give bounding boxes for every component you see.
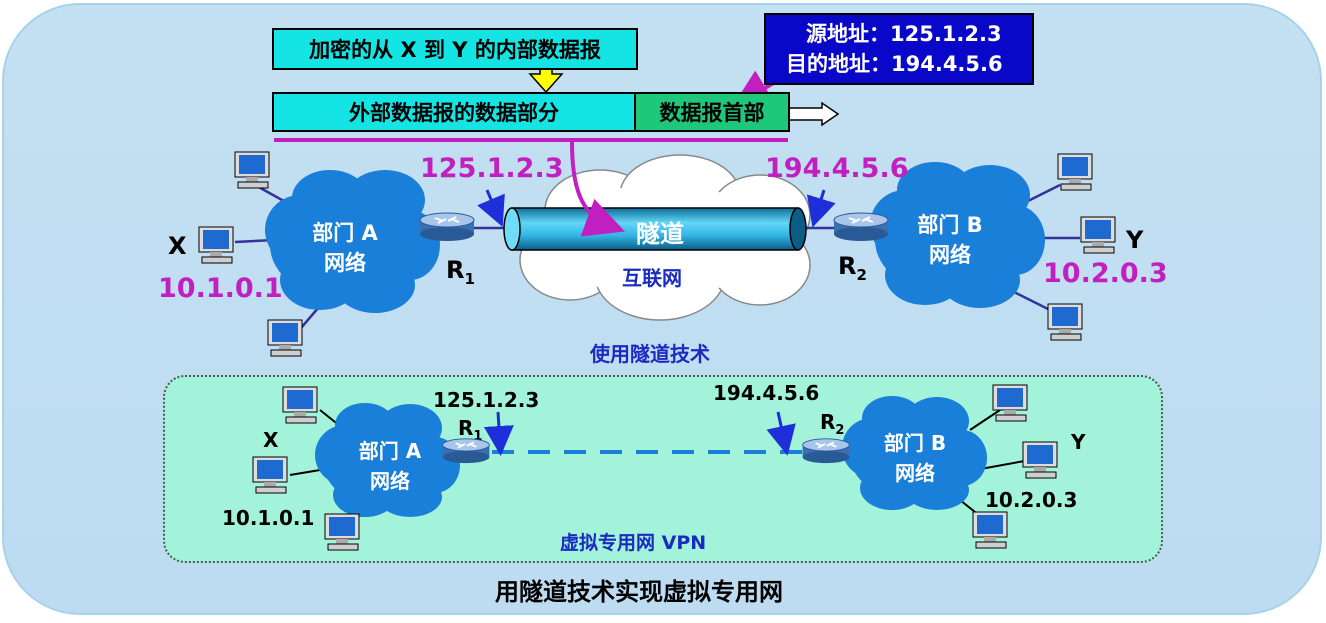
router-icon	[442, 438, 490, 464]
computer-icon	[1080, 216, 1116, 254]
bottom-router1-sub: 1	[473, 429, 483, 444]
computer-icon	[252, 456, 288, 494]
bottom-router2-sub: 2	[835, 423, 845, 438]
top-net-a-label: 部门 A 网络	[300, 218, 390, 278]
top-host-x-ip: 10.1.0.1	[158, 273, 283, 304]
bottom-r2-ip-arrow	[766, 411, 796, 456]
computer-icon	[282, 386, 318, 424]
top-router1-label: R1	[446, 256, 475, 288]
packet-into-tunnel-arrow	[570, 141, 626, 237]
computer-icon	[972, 511, 1008, 549]
bottom-net-a-label: 部门 A 网络	[345, 436, 435, 496]
bottom-caption: 虚拟专用网 VPN	[560, 532, 707, 554]
top-net-b-label: 部门 B 网络	[905, 210, 995, 270]
router-icon	[802, 438, 850, 464]
internet-label: 互联网	[622, 266, 682, 290]
bottom-host-x-label: X	[263, 428, 279, 452]
bottom-net-b-line1: 部门 B	[883, 431, 947, 455]
outer-data-part-box: 外部数据报的数据部分	[272, 92, 636, 132]
top-net-b-line1: 部门 B	[917, 213, 983, 237]
computer-icon	[1022, 441, 1058, 479]
top-router1-letter: R	[446, 256, 465, 284]
top-router2-sub: 2	[856, 265, 867, 284]
top-net-a-line2: 网络	[324, 251, 366, 275]
cloud-a-top	[265, 170, 440, 313]
bottom-host-y-label: Y	[1071, 430, 1086, 454]
bottom-r2-ip: 194.4.5.6	[713, 381, 820, 405]
top-r1-ip-arrow	[477, 189, 505, 228]
address-box: 源地址：125.1.2.3 目的地址：194.4.5.6	[764, 13, 1034, 85]
top-net-a-line1: 部门 A	[312, 221, 378, 245]
bottom-net-a-line2: 网络	[370, 469, 410, 493]
outer-data-part-label: 外部数据报的数据部分	[349, 101, 559, 125]
top-r2-ip-arrow	[806, 189, 836, 228]
bottom-host-y-ip: 10.2.0.3	[985, 488, 1078, 512]
datagram-header-box: 数据报首部	[634, 92, 790, 132]
destination-address-row: 目的地址：194.4.5.6	[786, 49, 1032, 79]
bottom-router1-letter: R	[458, 416, 474, 440]
source-address-label: 源地址：	[806, 22, 890, 46]
top-caption: 使用隧道技术	[590, 342, 710, 366]
bottom-host-x-ip: 10.1.0.1	[222, 506, 315, 530]
bottom-r1-ip: 125.1.2.3	[433, 388, 540, 412]
top-r2-ip: 194.4.5.6	[765, 153, 909, 184]
top-router2-letter: R	[838, 252, 857, 280]
source-address-row: 源地址：125.1.2.3	[806, 19, 1032, 49]
bottom-router2-letter: R	[820, 410, 836, 434]
hollow-right-arrow	[790, 101, 840, 127]
computer-icon	[198, 226, 234, 264]
cloud-b-top	[870, 162, 1045, 308]
source-address-value: 125.1.2.3	[890, 22, 1002, 46]
cloud-a-bottom	[315, 403, 460, 517]
top-host-x-label: X	[168, 232, 187, 260]
top-r1-ip: 125.1.2.3	[420, 153, 564, 184]
bottom-net-a-line1: 部门 A	[358, 439, 422, 463]
bottom-r1-ip-arrow	[483, 411, 514, 456]
computer-icon	[1057, 153, 1093, 191]
tunnel-label: 隧道	[636, 220, 684, 248]
inner-datagram-label: 加密的从 X 到 Y 的内部数据报	[309, 38, 601, 62]
cloud-b-bottom	[842, 396, 987, 510]
bottom-router1-label: R1	[458, 416, 482, 444]
bottom-router2-label: R2	[820, 410, 844, 438]
top-host-y-label: Y	[1126, 226, 1144, 254]
destination-address-value: 194.4.5.6	[891, 52, 1003, 76]
router-icon	[833, 212, 889, 241]
computer-icon	[992, 384, 1028, 422]
computer-icon	[234, 151, 270, 189]
computer-icon	[267, 319, 303, 357]
destination-address-label: 目的地址：	[786, 52, 891, 76]
bottom-net-b-line2: 网络	[895, 461, 935, 485]
tunnel-tube	[503, 207, 807, 251]
computer-icon	[324, 513, 360, 551]
diagram-title: 用隧道技术实现虚拟专用网	[495, 578, 783, 606]
inner-datagram-box: 加密的从 X 到 Y 的内部数据报	[272, 28, 638, 70]
top-host-y-ip: 10.2.0.3	[1043, 258, 1168, 289]
computer-icon	[1047, 303, 1083, 341]
router-icon	[419, 212, 475, 241]
top-net-b-line2: 网络	[929, 243, 971, 267]
top-router2-label: R2	[838, 252, 867, 284]
bottom-net-b-label: 部门 B 网络	[870, 428, 960, 488]
top-router1-sub: 1	[464, 269, 475, 288]
datagram-header-label: 数据报首部	[659, 101, 765, 125]
